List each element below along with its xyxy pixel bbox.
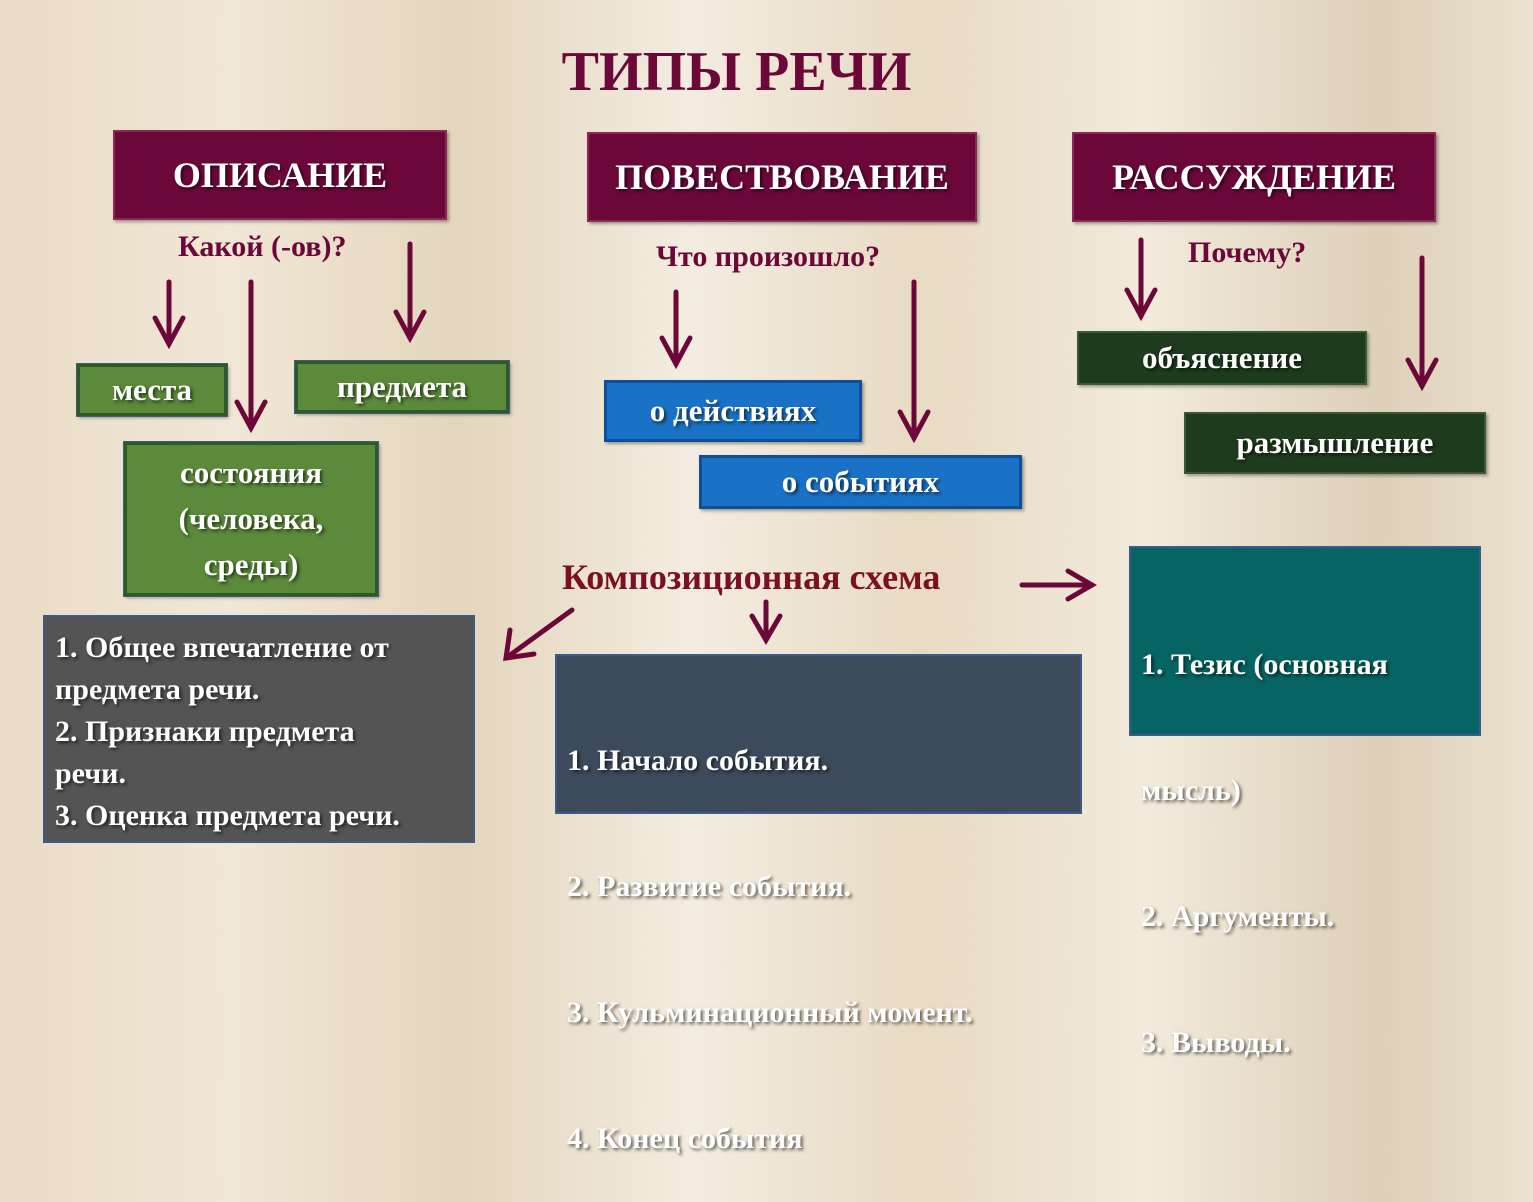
scheme-line: 3. Кульминационный момент. bbox=[567, 996, 973, 1029]
arrow-to-mesta bbox=[152, 279, 186, 350]
subtype-events: о событиях bbox=[699, 455, 1022, 509]
scheme-line: речи. bbox=[55, 757, 126, 790]
scheme-line: предмета речи. bbox=[55, 673, 260, 706]
scheme-description: 1. Общее впечатление от предмета речи. 2… bbox=[43, 615, 475, 843]
question-narration: Что произошло? bbox=[656, 240, 881, 273]
scheme-label: Композиционная схема bbox=[562, 557, 941, 597]
scheme-line: 1. Общее впечатление от bbox=[55, 631, 389, 664]
arrows bbox=[152, 237, 1439, 661]
subtype-reflection: размышление bbox=[1184, 412, 1486, 474]
subtype-actions: о действиях bbox=[604, 380, 862, 442]
question-description: Какой (-ов)? bbox=[178, 230, 347, 263]
scheme-line: 3. Выводы. bbox=[1141, 1026, 1291, 1059]
scheme-reasoning: 1. Тезис (основная мысль) 2. Аргументы. … bbox=[1129, 546, 1481, 1059]
arrow-to-predmeta bbox=[393, 241, 427, 344]
arrow-to-razmyshlenie bbox=[1405, 255, 1439, 392]
question-reasoning: Почему? bbox=[1188, 236, 1307, 269]
arrow-scheme-left bbox=[503, 607, 575, 661]
subtype-state: состояния (человека, среды) bbox=[123, 441, 379, 597]
arrow-to-sostoyaniya bbox=[234, 279, 268, 434]
subtype-explanation: объяснение bbox=[1077, 331, 1367, 385]
subtype-object: предмета bbox=[294, 360, 510, 414]
type-reasoning: РАССУЖДЕНИЕ bbox=[1072, 132, 1436, 222]
scheme-line: 2. Аргументы. bbox=[1141, 900, 1335, 933]
arrow-scheme-right bbox=[1019, 568, 1097, 602]
arrow-to-obyasnenie bbox=[1124, 237, 1158, 322]
scheme-line: 1. Начало события. bbox=[567, 744, 829, 777]
scheme-line: 2. Признаки предмета bbox=[55, 715, 355, 748]
type-narration: ПОВЕСТВОВАНИЕ bbox=[587, 132, 977, 222]
scheme-line: 3. Оценка предмета речи. bbox=[55, 799, 400, 832]
arrow-to-deystviyah bbox=[659, 289, 693, 370]
scheme-narration: 1. Начало события. 2. Развитие события. … bbox=[555, 654, 1082, 1155]
scheme-line: 2. Развитие события. bbox=[567, 870, 852, 903]
arrow-scheme-down bbox=[749, 599, 783, 645]
scheme-line: 1. Тезис (основная bbox=[1141, 648, 1388, 681]
scheme-line: 4. Конец события bbox=[567, 1122, 803, 1155]
subtype-place: места bbox=[76, 363, 228, 417]
arrow-to-sobytiyah bbox=[897, 279, 931, 444]
page-title: ТИПЫ РЕЧИ bbox=[561, 41, 912, 103]
scheme-line: мысль) bbox=[1141, 774, 1241, 807]
type-description: ОПИСАНИЕ bbox=[113, 130, 447, 220]
